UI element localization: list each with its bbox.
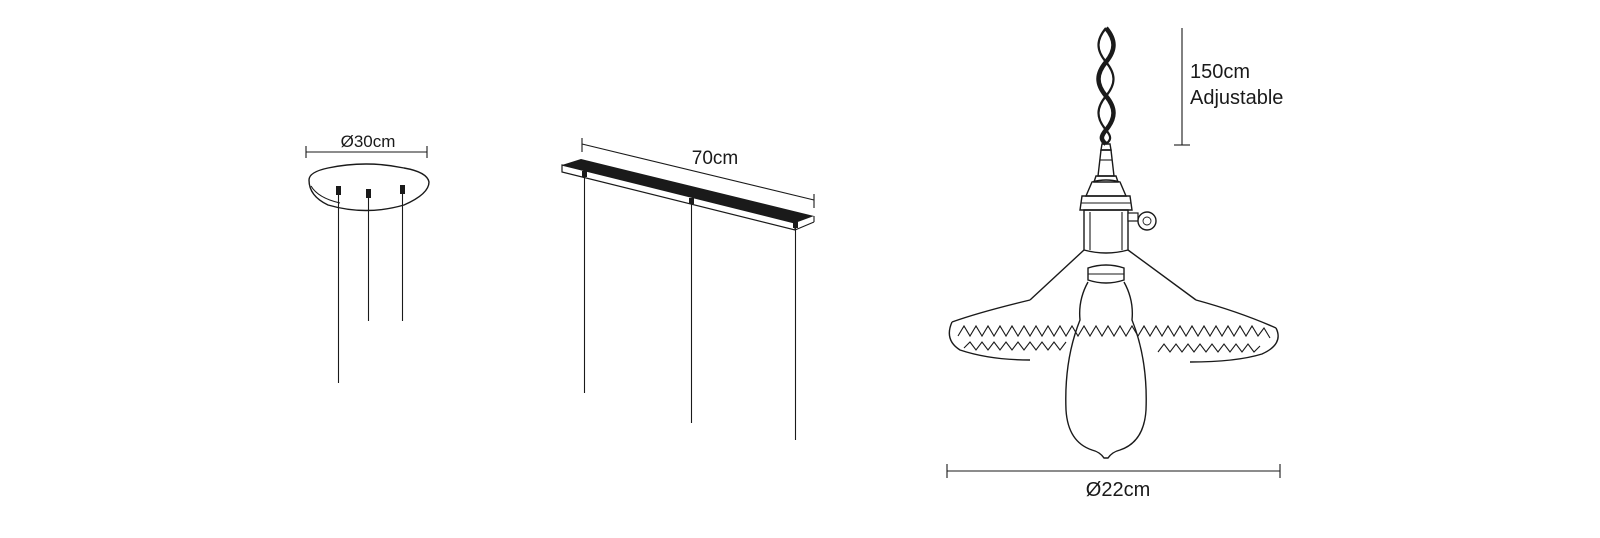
round-canopy-diameter-label: Ø30cm [341,132,396,151]
round-canopy-cables [337,194,404,383]
cable-length-label: 150cm [1190,61,1250,83]
cord-grip [1093,143,1119,183]
bar-canopy-dimension-line [581,138,815,208]
round-canopy-dimension-line [305,146,428,158]
round-canopy-plate [308,163,430,212]
edison-bulb [1065,264,1147,459]
switch-knob [1127,211,1157,231]
twisted-cable [1096,26,1116,146]
lamp-socket [1079,179,1133,254]
cable-length-dimension-line [1174,28,1190,146]
cable-adjustable-label: Adjustable [1190,87,1283,109]
round-canopy-cable-holders [336,185,405,198]
lamp-shade [948,249,1279,363]
pendant-lamp: 150cm Adjustable [946,26,1283,501]
bar-canopy-variant: 70cm [561,138,815,440]
round-canopy-variant: Ø30cm [305,132,430,383]
bar-canopy-cable-holders [582,171,798,228]
bar-canopy-cables [583,177,797,440]
bar-canopy-length-label: 70cm [692,148,738,169]
shade-diameter-dimension-line [946,464,1281,478]
shade-diameter-label: Ø22cm [1086,479,1150,501]
